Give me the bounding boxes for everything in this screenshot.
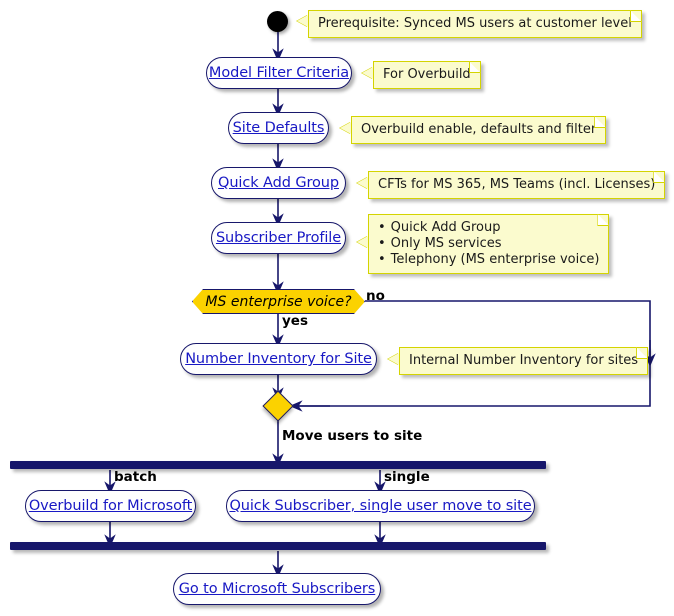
note-bullet: Only MS services xyxy=(378,236,599,252)
activity-quick-subscriber-single-user-move[interactable]: Quick Subscriber, single user move to si… xyxy=(226,490,535,522)
note-tail-internal-number-inventory xyxy=(388,353,399,365)
activity-subscriber-profile[interactable]: Subscriber Profile xyxy=(211,222,346,254)
activity-label[interactable]: Quick Subscriber, single user move to si… xyxy=(229,498,532,514)
note-internal-number-inventory-text: Internal Number Inventory for sites xyxy=(409,353,639,368)
note-prerequisite-text: Prerequisite: Synced MS users at custome… xyxy=(318,16,632,31)
note-cfts: CFTs for MS 365, MS Teams (incl. License… xyxy=(368,171,666,199)
note-tail-cfts xyxy=(357,177,368,189)
note-bullet: Quick Add Group xyxy=(378,220,599,236)
decision-ms-enterprise-voice[interactable]: MS enterprise voice? xyxy=(192,289,365,314)
decision-label: MS enterprise voice? xyxy=(205,293,352,310)
note-subscriber-profile: Quick Add Group Only MS services Telepho… xyxy=(368,214,610,274)
note-cfts-text: CFTs for MS 365, MS Teams (incl. License… xyxy=(378,177,656,192)
activity-label[interactable]: Quick Add Group xyxy=(218,175,339,191)
note-bullet: Telephony (MS enterprise voice) xyxy=(378,252,600,268)
note-overbuild-enable-text: Overbuild enable, defaults and filter xyxy=(361,122,597,137)
note-for-overbuild: For Overbuild xyxy=(373,61,481,89)
activity-label[interactable]: Model Filter Criteria xyxy=(208,65,350,81)
note-internal-number-inventory: Internal Number Inventory for sites xyxy=(399,347,649,375)
merge-diamond xyxy=(262,390,294,422)
activity-overbuild-for-microsoft[interactable]: Overbuild for Microsoft xyxy=(25,490,196,522)
activity-go-to-microsoft-subscribers[interactable]: Go to Microsoft Subscribers xyxy=(173,573,381,605)
note-subscriber-profile-list: Quick Add Group Only MS services Telepho… xyxy=(378,220,600,268)
activity-label[interactable]: Subscriber Profile xyxy=(215,230,342,246)
start-node xyxy=(267,11,288,32)
join-bar xyxy=(10,542,546,550)
activity-label[interactable]: Overbuild for Microsoft xyxy=(28,498,193,514)
note-tail-overbuild-enable xyxy=(340,122,351,134)
note-tail-subscriber-profile xyxy=(357,236,368,248)
edge-label-yes: yes xyxy=(282,313,308,329)
activity-site-defaults[interactable]: Site Defaults xyxy=(228,112,329,144)
edge-label-single: single xyxy=(384,469,430,485)
note-prerequisite: Prerequisite: Synced MS users at custome… xyxy=(308,10,642,38)
note-tail-for-overbuild xyxy=(362,67,373,79)
edge-label-move-users-to-site: Move users to site xyxy=(282,428,423,444)
note-for-overbuild-text: For Overbuild xyxy=(383,67,471,82)
activity-label[interactable]: Go to Microsoft Subscribers xyxy=(178,581,376,597)
edge-label-no: no xyxy=(366,288,385,304)
activity-label[interactable]: Site Defaults xyxy=(232,120,325,136)
activity-label[interactable]: Number Inventory for Site xyxy=(185,351,372,367)
activity-model-filter-criteria[interactable]: Model Filter Criteria xyxy=(206,57,352,89)
note-tail-prerequisite xyxy=(297,15,308,27)
edge-label-batch: batch xyxy=(114,469,157,485)
activity-number-inventory-for-site[interactable]: Number Inventory for Site xyxy=(180,343,377,375)
fork-bar xyxy=(10,461,546,469)
note-overbuild-enable: Overbuild enable, defaults and filter xyxy=(351,116,607,144)
activity-quick-add-group[interactable]: Quick Add Group xyxy=(211,167,346,199)
